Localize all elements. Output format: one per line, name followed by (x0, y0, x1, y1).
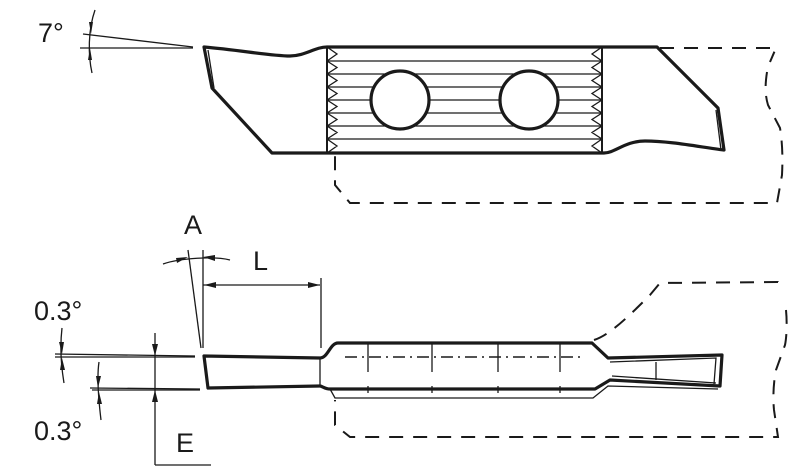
dimension-0-3-degree: 0.3° 0.3° (34, 296, 201, 446)
top-holder-outline-dashed (334, 47, 784, 204)
blade-bottom-edge-line (329, 385, 719, 399)
serration-marks (367, 343, 561, 393)
dimension-e: E (152, 333, 211, 466)
label-lower-0-3-degree: 0.3° (34, 416, 82, 446)
serration-lines (326, 46, 603, 154)
top-view-outline (202, 45, 726, 155)
tip-relief-lines (609, 357, 717, 385)
label-e: E (176, 428, 194, 458)
blade-outline (202, 341, 724, 391)
mounting-hole-left (369, 69, 431, 131)
top-tip-edge-line (715, 109, 722, 151)
label-upper-0-3-degree: 0.3° (34, 296, 82, 326)
label-a: A (184, 210, 202, 240)
cutting-edge-line (207, 49, 215, 89)
dimension-l: L (203, 246, 322, 348)
label-l: L (253, 246, 268, 276)
side-holder-outline-dashed (334, 280, 788, 438)
label-7-degree: 7° (38, 18, 64, 48)
top-view: 7° (38, 9, 784, 204)
mounting-hole-right (498, 69, 560, 131)
dimension-7-degree: 7° (38, 9, 194, 74)
dimension-a: A (162, 210, 231, 349)
serration-line (326, 46, 603, 154)
side-view: A L 0.3° 0.3° (34, 210, 788, 466)
